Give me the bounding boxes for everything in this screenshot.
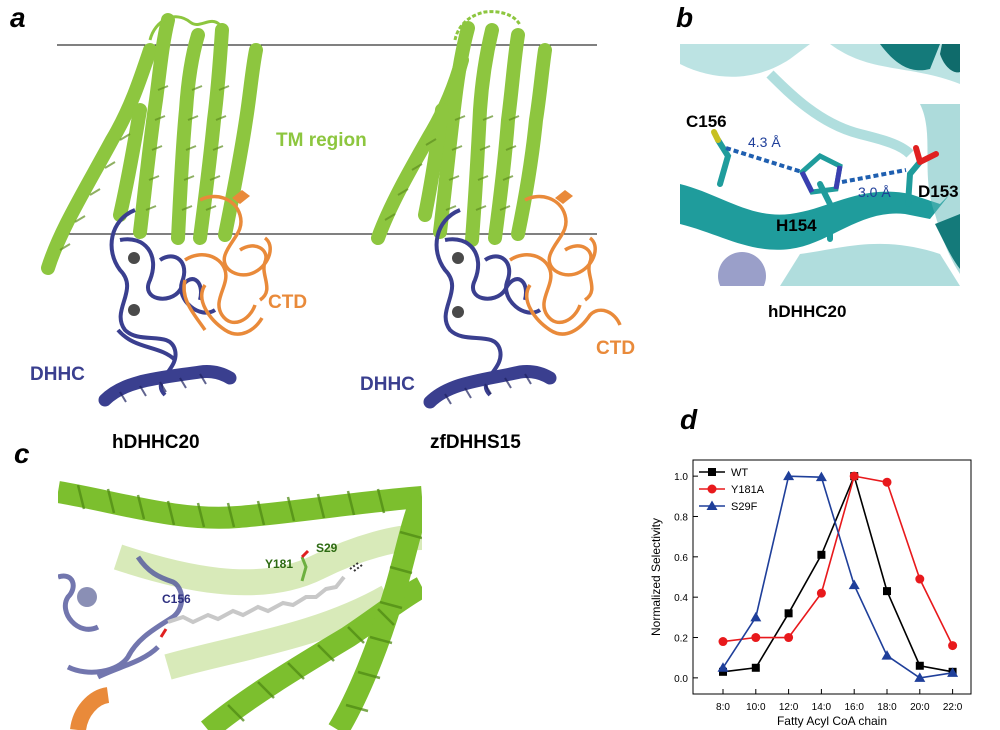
data-point-s29f <box>848 579 860 590</box>
data-point-wt <box>915 661 924 670</box>
data-point-wt <box>751 663 760 672</box>
dhhc-domain-left <box>109 208 217 397</box>
distance-label-1: 4.3 Å <box>748 134 781 150</box>
zinc-ion-left-2 <box>128 304 140 316</box>
panel-a-structures <box>41 10 622 409</box>
zinc-ion-right-2 <box>452 306 464 318</box>
helices-front <box>58 481 422 730</box>
dhhc-label-right: DHHC <box>360 374 415 395</box>
x-tick-label: 22:0 <box>943 702 963 713</box>
data-point-s29f <box>717 662 729 672</box>
data-point-s29f <box>914 672 926 682</box>
legend-label: S29F <box>731 501 758 513</box>
zinc-ion <box>77 587 97 607</box>
panel-letter-d: d <box>680 404 698 435</box>
tm-region-label: TM region <box>276 130 367 151</box>
legend-marker <box>708 468 716 476</box>
x-tick-label: 20:0 <box>910 702 930 713</box>
data-point-y181a <box>849 471 859 481</box>
x-axis-label: Fatty Acyl CoA chain <box>777 714 887 728</box>
residue-h154-label: H154 <box>776 216 817 235</box>
data-point-y181a <box>751 633 761 643</box>
zinc-ion-left-1 <box>128 252 140 264</box>
tm-helices-right <box>371 21 552 247</box>
residue-d153-label: D153 <box>918 182 959 201</box>
distance-line-2 <box>841 168 907 184</box>
dhhc-helix-right <box>423 365 557 409</box>
selectivity-chart: 0.0 0.2 0.4 0.6 0.8 1.0 8:0 10:0 12:0 14:0 16:0 18… <box>649 459 972 728</box>
data-point-wt <box>784 609 793 618</box>
x-tick-label: 18:0 <box>877 702 897 713</box>
series-s29f <box>717 470 959 682</box>
y-tick-label: 0.4 <box>674 593 688 604</box>
y-tick-label: 1.0 <box>674 472 688 483</box>
residue-s29-label: S29 <box>316 541 338 555</box>
x-tick-label: 16:0 <box>844 702 864 713</box>
zinc-ion-right-1 <box>452 252 464 264</box>
data-point-wt <box>719 667 727 676</box>
residue-y181-label: Y181 <box>265 557 294 571</box>
plot-frame <box>692 459 972 695</box>
panel-letter-a: a <box>10 2 26 33</box>
legend-marker <box>707 484 717 494</box>
x-tick-label: 14:0 <box>812 702 832 713</box>
data-point-s29f <box>815 471 827 482</box>
data-point-y181a <box>915 574 925 584</box>
residue-c156-label-c: C156 <box>162 592 191 606</box>
data-point-y181a <box>816 588 826 598</box>
y-tick-label: 0.6 <box>674 553 688 564</box>
dhhc-helix-left <box>98 365 237 407</box>
data-point-y181a <box>882 477 892 487</box>
legend-item-s29f: S29F <box>699 500 758 513</box>
distance-line-1 <box>725 146 803 174</box>
panel-letter-b: b <box>676 2 694 33</box>
panel-b-active-site <box>680 44 960 286</box>
data-point-y181a <box>718 637 728 647</box>
legend-label: WT <box>731 467 748 479</box>
panel-c-acyl-site <box>58 477 422 730</box>
x-tick-label: 8:0 <box>716 702 730 713</box>
data-point-wt <box>817 550 826 559</box>
dhhc-label-left: DHHC <box>30 364 85 385</box>
ctd-domain-left <box>182 194 272 336</box>
tm-helices-left <box>41 13 263 275</box>
panel-letter-c: c <box>14 438 30 469</box>
series-line-s29f <box>722 475 953 679</box>
ribbon-top <box>680 44 810 77</box>
data-point-s29f <box>783 470 795 481</box>
distance-label-2: 3.0 Å <box>858 184 891 200</box>
structure-name-right: zfDHHS15 <box>430 432 521 453</box>
legend-label: Y181A <box>731 484 765 496</box>
dhhc-loop <box>58 555 185 680</box>
ctd-label-left: CTD <box>268 292 308 313</box>
data-point-s29f <box>881 650 893 660</box>
legend-item-y181a: Y181A <box>699 484 765 496</box>
series-line-y181a <box>722 475 954 646</box>
ctd-domain-right <box>509 194 622 336</box>
data-point-wt <box>883 587 891 596</box>
legend-marker <box>706 500 718 510</box>
series-y181a <box>718 471 958 651</box>
legend-item-wt: WT <box>699 467 748 479</box>
structure-name-left: hDHHC20 <box>112 432 200 453</box>
zinc-ion <box>718 252 766 286</box>
y-tick-label: 0.8 <box>674 512 688 523</box>
y-tick-label: 0.0 <box>674 674 688 685</box>
series-line-wt <box>722 473 953 673</box>
x-tick-label: 12:0 <box>779 702 799 713</box>
data-point-s29f <box>750 611 762 622</box>
residue-c156-label: C156 <box>686 112 727 131</box>
y-axis-label: Normalized Selectivity <box>649 518 663 636</box>
data-point-s29f <box>947 667 959 677</box>
data-point-y181a <box>784 633 794 643</box>
panel-b-caption: hDHHC20 <box>768 302 847 321</box>
acyl-chain <box>167 575 346 625</box>
x-tick-label: 10:0 <box>746 702 766 713</box>
dhhc-domain-right <box>434 208 542 397</box>
ctd-label-right: CTD <box>596 338 636 359</box>
y-tick-label: 0.2 <box>674 634 688 645</box>
data-point-y181a <box>948 641 958 651</box>
